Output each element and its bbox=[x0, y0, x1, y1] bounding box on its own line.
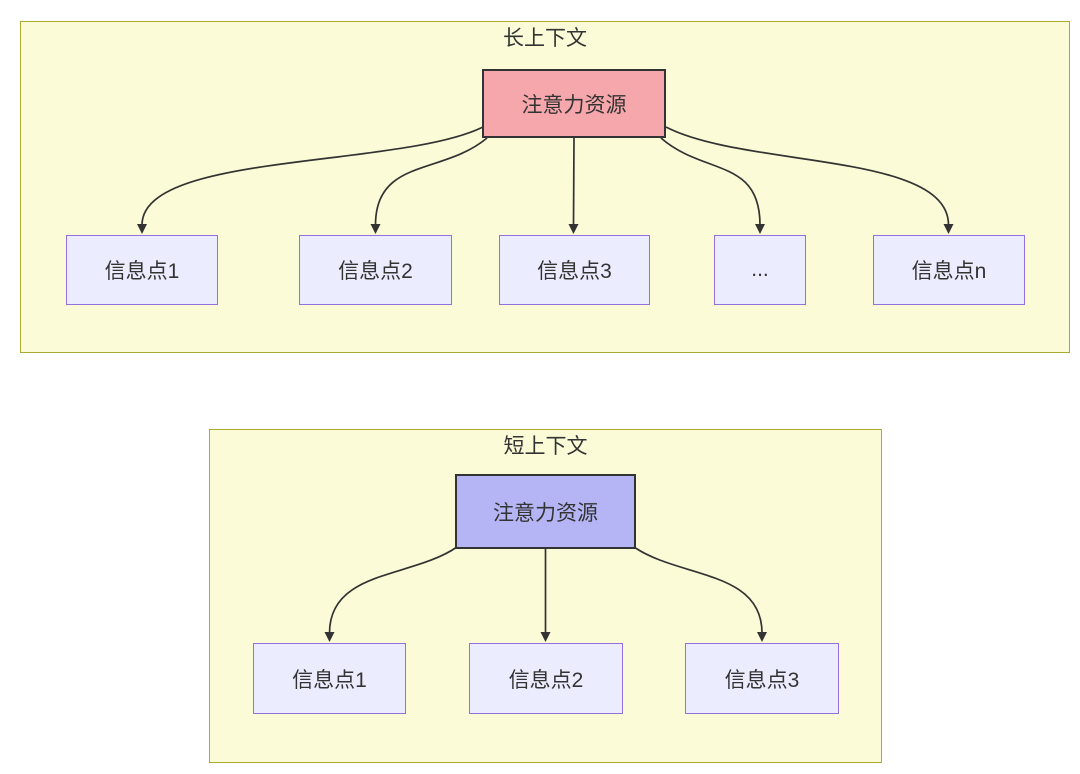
node-long-info-point-2: 信息点2 bbox=[299, 235, 452, 305]
node-long-info-point-3: 信息点3 bbox=[499, 235, 650, 305]
node-long-info-point-ellipsis: ... bbox=[714, 235, 806, 305]
node-long-attention-resource: 注意力资源 bbox=[482, 69, 666, 138]
cluster-short-title: 短上下文 bbox=[503, 435, 588, 458]
node-short-info-point-1: 信息点1 bbox=[253, 643, 406, 714]
node-long-info-point-1: 信息点1 bbox=[66, 235, 218, 305]
cluster-long-title: 长上下文 bbox=[503, 27, 587, 50]
node-short-attention-resource: 注意力资源 bbox=[455, 474, 636, 549]
node-short-info-point-3: 信息点3 bbox=[685, 643, 839, 714]
node-long-info-point-n: 信息点n bbox=[873, 235, 1025, 305]
node-short-info-point-2: 信息点2 bbox=[469, 643, 623, 714]
